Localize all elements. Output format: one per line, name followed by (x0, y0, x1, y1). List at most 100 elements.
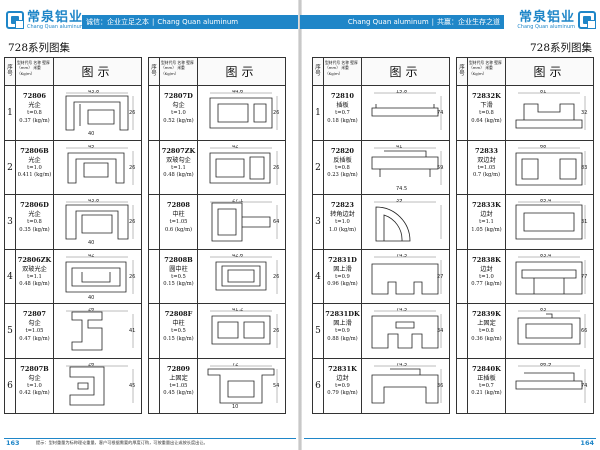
profile-name: 下滑 (480, 102, 493, 109)
profile-weight: 1.05 (kg/m) (471, 226, 502, 233)
profile-outline (211, 315, 271, 345)
profile-code: 72833 (475, 146, 498, 155)
profile-code: 72840K (472, 364, 501, 373)
row-number (149, 249, 160, 303)
profile-outline (371, 104, 439, 117)
dimension-label: 26 (88, 363, 94, 368)
profile-cross-section: 44.6 26 (209, 90, 279, 130)
profile-weight: 0.77 (kg/m) (471, 281, 502, 287)
profile-drawing: 85.431.6 (506, 195, 593, 249)
profile-weight: 0.88 (kg/m) (327, 335, 358, 342)
dimension-label: 74.5 (396, 254, 407, 259)
profile-code: 72808 (167, 201, 190, 209)
dimension-label: 74.5 (437, 110, 444, 116)
header-right: Chang Quan aluminum|共赢：企业生存之道 常泉铝业 Chang… (300, 6, 600, 34)
profile-code: 72831D (328, 255, 357, 264)
profile-name: 上固定 (169, 374, 188, 382)
profile-thickness: t=0.8 (27, 219, 42, 225)
row-number: 3 (5, 195, 16, 249)
dimension-label: 26 (273, 110, 279, 116)
dimension-label: 44.6 (232, 90, 243, 95)
profile-cross-section: 39 (374, 199, 442, 242)
profile-outline (209, 152, 271, 183)
row-number (457, 304, 468, 358)
header-meta: 型材代号 名称 壁厚（mm） 米重（Kg/m） (16, 58, 54, 85)
dimension-label: 26 (273, 274, 279, 280)
header-no: 序号 (313, 58, 324, 85)
footer-line (4, 438, 296, 439)
page-number: 164 (580, 439, 594, 447)
profile-name: 勾企 (28, 374, 41, 382)
dimension-label: 31.6 (581, 219, 588, 225)
dimension-label: 72 (232, 363, 238, 368)
dimension-label: 68 (540, 145, 546, 150)
row-number: 2 (5, 140, 16, 194)
profile-outline (65, 204, 129, 240)
profile-drawing: 15.874.5 (362, 86, 449, 140)
profile-thickness: t=1.1 (479, 219, 494, 225)
profile-thickness: t=1.0 (171, 110, 186, 116)
profile-code: 72832K (472, 92, 501, 100)
row-number: 3 (313, 195, 324, 249)
profile-thickness: t=1.0 (479, 273, 494, 280)
profile-code: 72810 (331, 92, 354, 100)
dimension-label: 43.8 (88, 199, 99, 204)
profile-weight: 0.37 (kg/m) (19, 117, 50, 124)
profile-outline (375, 206, 411, 242)
series-title: 728系列图集 (529, 42, 592, 54)
dimension-label: 42 (88, 254, 94, 259)
profile-code: 72808F (164, 310, 193, 318)
company-logo: 常泉铝业 Chang Quan aluminum (6, 6, 85, 34)
dimension-label: 26 (129, 165, 135, 171)
profile-thickness: t=0.5 (171, 328, 186, 334)
header-no: 序号 (457, 58, 468, 85)
slogan-en: Chang Quan aluminum (157, 18, 239, 26)
profile-weight: 0.15 (kg/m) (163, 335, 194, 342)
table-header: 序号型材代号 名称 壁厚（mm） 米重（Kg/m）图示 (313, 58, 449, 86)
row-number: 5 (313, 304, 324, 358)
profile-outline (207, 368, 275, 403)
dimension-label: 83 (581, 165, 587, 171)
profile-cross-section: 74.536 (371, 363, 443, 403)
profile-cross-section: 41.226 (210, 308, 279, 348)
table-header: 序号型材代号 名称 壁厚（mm） 米重（Kg/m）图示 (149, 58, 285, 86)
profile-cross-section: 85.431.6 (515, 199, 588, 240)
row-number (457, 249, 468, 303)
dimension-label: 45 (129, 383, 135, 389)
dimension-label: 74.5 (396, 363, 407, 368)
row-number (149, 140, 160, 194)
profile-weight: 0.96 (kg/m) (327, 281, 358, 287)
profile-name: 双边封 (477, 156, 496, 164)
profile-code: 72839K (472, 310, 501, 318)
footnote: 提示：型材重量为标称理论重量，客户可根据需要的厚度订购，可按重量出让或按长度出让… (36, 440, 208, 445)
profile-code: 72820 (331, 146, 354, 155)
slogan-en: Chang Quan aluminum (347, 18, 429, 26)
profile-code: 72806 (23, 92, 46, 100)
